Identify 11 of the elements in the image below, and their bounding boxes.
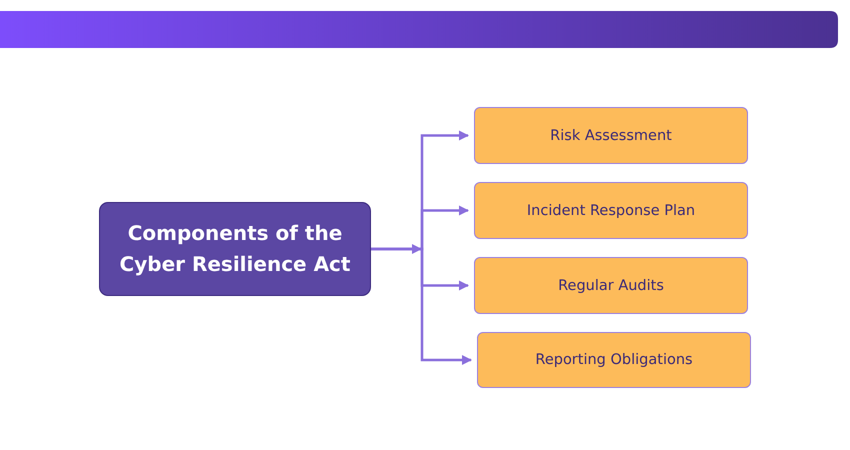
component-box	[474, 182, 748, 239]
component-box	[477, 332, 751, 388]
label-text: Reporting Obligations	[535, 352, 693, 368]
component-box	[474, 257, 748, 314]
heading-text: Components of the Cyber Resilience Act	[118, 220, 352, 278]
main-topic-box	[99, 202, 371, 296]
label-text: Incident Response Plan	[526, 202, 696, 218]
component-box	[474, 107, 748, 164]
arrow	[371, 248, 472, 365]
label-text: Risk Assessment	[550, 128, 672, 144]
label-text: Regular Audits	[558, 278, 664, 294]
